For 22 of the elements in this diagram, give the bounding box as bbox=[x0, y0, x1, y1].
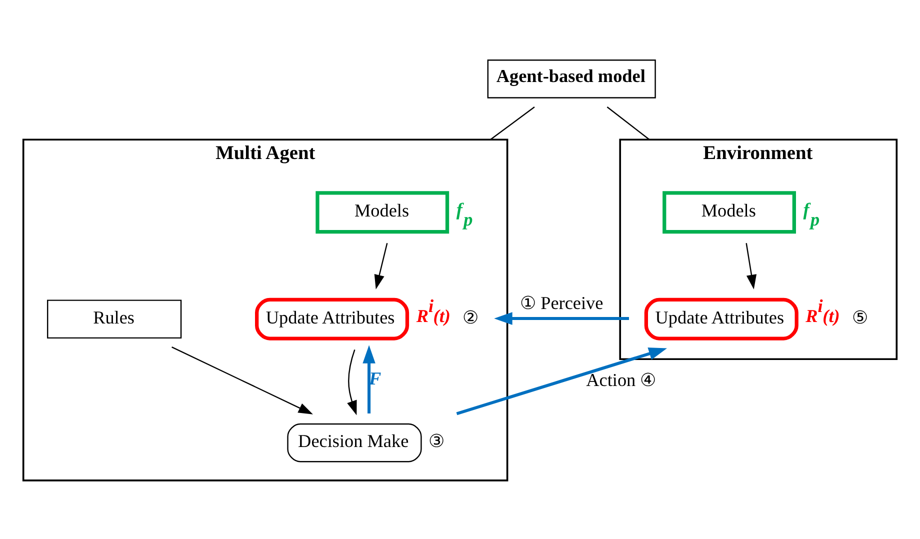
arrow bbox=[172, 346, 313, 414]
node-label: ⑤ bbox=[852, 306, 868, 327]
arrow bbox=[374, 242, 388, 289]
arrow bbox=[347, 349, 357, 415]
node-box: Models bbox=[316, 190, 450, 234]
node-label: ② bbox=[462, 306, 478, 327]
node-box: Update Attributes bbox=[644, 297, 798, 340]
node-label: ③ bbox=[428, 430, 444, 451]
node-box: Models bbox=[662, 190, 796, 234]
edge-label: ① Perceive bbox=[520, 292, 604, 312]
connector bbox=[606, 106, 650, 140]
edge-label: F bbox=[369, 368, 382, 388]
node-box: Agent-based model bbox=[487, 59, 656, 98]
node-box: Decision Make bbox=[287, 422, 422, 462]
arrow bbox=[746, 242, 757, 289]
node-box: Rules bbox=[47, 299, 182, 338]
arrow bbox=[494, 312, 629, 324]
edge-label: Action ④ bbox=[586, 369, 656, 390]
arrow bbox=[456, 347, 667, 415]
connector bbox=[490, 106, 535, 140]
node-box: Update Attributes bbox=[255, 297, 410, 340]
arrow bbox=[362, 344, 376, 413]
